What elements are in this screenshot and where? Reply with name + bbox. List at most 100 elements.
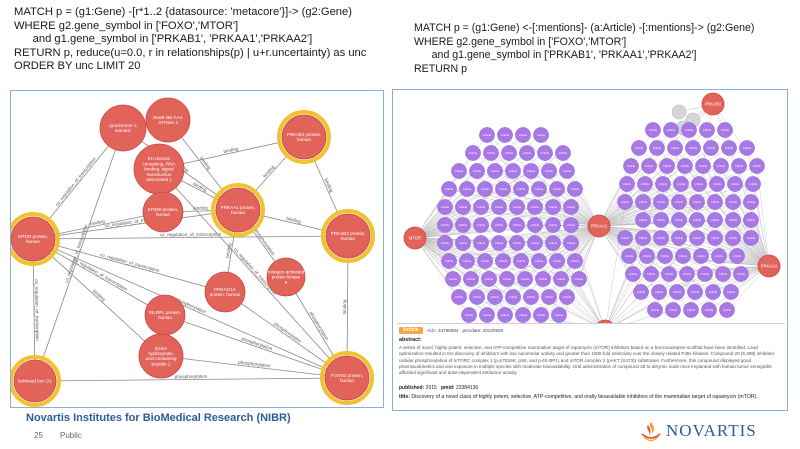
article-node[interactable]: Article — [713, 158, 729, 174]
article-circle[interactable] — [571, 271, 587, 287]
article-circle[interactable] — [563, 235, 579, 251]
article-node[interactable]: Article — [497, 127, 513, 143]
article-node[interactable]: Article — [631, 140, 647, 156]
article-circle[interactable] — [555, 145, 571, 161]
article-node[interactable]: Article — [681, 122, 697, 138]
article-node[interactable]: Article — [477, 181, 493, 197]
article-circle[interactable] — [519, 145, 535, 161]
article-circle[interactable] — [703, 140, 719, 156]
mentions-edge[interactable] — [414, 188, 486, 239]
article-node[interactable]: Article — [497, 307, 513, 323]
article-circle[interactable] — [713, 158, 729, 174]
article-node[interactable]: Article — [533, 307, 549, 323]
article-node[interactable]: Article — [463, 271, 479, 287]
article-node[interactable]: Article — [705, 284, 721, 300]
article-circle[interactable] — [505, 163, 521, 179]
article-circle[interactable] — [533, 307, 549, 323]
article-circle[interactable] — [495, 253, 511, 269]
article-circle[interactable] — [455, 235, 471, 251]
article-node[interactable]: Article — [689, 194, 705, 210]
article-node[interactable]: Article — [499, 271, 515, 287]
article-circle[interactable] — [549, 253, 565, 269]
article-node[interactable]: Article — [437, 217, 453, 233]
mentions-edge[interactable] — [494, 170, 600, 227]
article-circle[interactable] — [731, 158, 747, 174]
article-circle[interactable] — [495, 181, 511, 197]
mentions-edge[interactable] — [604, 255, 648, 331]
article-node[interactable]: Article — [625, 266, 641, 282]
article-circle[interactable] — [515, 127, 531, 143]
mentions-edge[interactable] — [604, 165, 632, 331]
article-node[interactable]: Article — [545, 235, 561, 251]
article-node[interactable]: Article — [455, 199, 471, 215]
article-node[interactable]: Article — [621, 248, 637, 264]
article-node[interactable]: Article — [647, 302, 663, 318]
article-node[interactable]: Article — [749, 158, 765, 174]
article-circle[interactable] — [491, 217, 507, 233]
article-node[interactable]: Article — [667, 140, 683, 156]
article-circle[interactable] — [513, 181, 529, 197]
article-circle[interactable] — [509, 235, 525, 251]
article-circle[interactable] — [481, 271, 497, 287]
article-circle[interactable] — [697, 266, 713, 282]
article-node[interactable]: Article — [699, 122, 715, 138]
graph-edge[interactable] — [158, 168, 348, 379]
article-circle[interactable] — [459, 181, 475, 197]
article-circle[interactable] — [527, 235, 543, 251]
gene-hub-circle[interactable] — [587, 214, 611, 238]
article-node[interactable]: Article — [451, 163, 467, 179]
article-node[interactable]: Article — [677, 158, 693, 174]
article-circle[interactable] — [675, 248, 691, 264]
article-node[interactable]: Article — [491, 199, 507, 215]
article-node[interactable]: Article — [487, 289, 503, 305]
article-node[interactable]: Article — [535, 271, 551, 287]
article-circle[interactable] — [617, 194, 633, 210]
mentions-edge[interactable] — [548, 170, 600, 227]
mentions-edge[interactable] — [414, 170, 532, 239]
graph-edge[interactable] — [32, 238, 166, 316]
article-node[interactable]: Article — [537, 145, 553, 161]
article-circle[interactable] — [451, 163, 467, 179]
article-circle[interactable] — [455, 217, 471, 233]
article-circle[interactable] — [451, 289, 467, 305]
article-circle[interactable] — [563, 199, 579, 215]
graph-edge[interactable] — [34, 377, 348, 382]
mentions-edge[interactable] — [642, 219, 770, 267]
graph-edge[interactable] — [160, 355, 348, 379]
mentions-edge[interactable] — [414, 237, 532, 298]
article-circle[interactable] — [465, 145, 481, 161]
mentions-edge[interactable] — [714, 219, 770, 267]
article-node[interactable]: Article — [697, 266, 713, 282]
article-node[interactable]: Article — [533, 127, 549, 143]
article-node[interactable]: Article — [461, 307, 477, 323]
article-node[interactable]: Article — [515, 307, 531, 323]
mentions-edge[interactable] — [598, 165, 704, 227]
mentions-edge[interactable] — [714, 201, 770, 267]
article-circle[interactable] — [657, 248, 673, 264]
article-circle[interactable] — [685, 140, 701, 156]
article-circle[interactable] — [693, 248, 709, 264]
article-node[interactable]: Article — [545, 199, 561, 215]
article-node[interactable]: Article — [725, 194, 741, 210]
article-circle[interactable] — [661, 266, 677, 282]
article-node[interactable]: Article — [683, 302, 699, 318]
article-node[interactable]: Article — [703, 140, 719, 156]
article-circle[interactable] — [707, 212, 723, 228]
article-circle[interactable] — [437, 217, 453, 233]
article-circle[interactable] — [487, 163, 503, 179]
article-node[interactable]: Article — [523, 289, 539, 305]
article-node[interactable]: Article — [651, 284, 667, 300]
article-node[interactable]: Article — [675, 248, 691, 264]
article-node[interactable]: Article — [541, 163, 557, 179]
article-node[interactable]: Article — [723, 284, 739, 300]
article-node[interactable]: Article — [665, 302, 681, 318]
article-circle[interactable] — [653, 194, 669, 210]
article-node[interactable]: Article — [743, 212, 759, 228]
article-tag[interactable]: Article — [399, 326, 423, 334]
article-node[interactable]: Article — [659, 158, 675, 174]
article-node[interactable]: Article — [731, 158, 747, 174]
article-node[interactable]: Article — [673, 176, 689, 192]
